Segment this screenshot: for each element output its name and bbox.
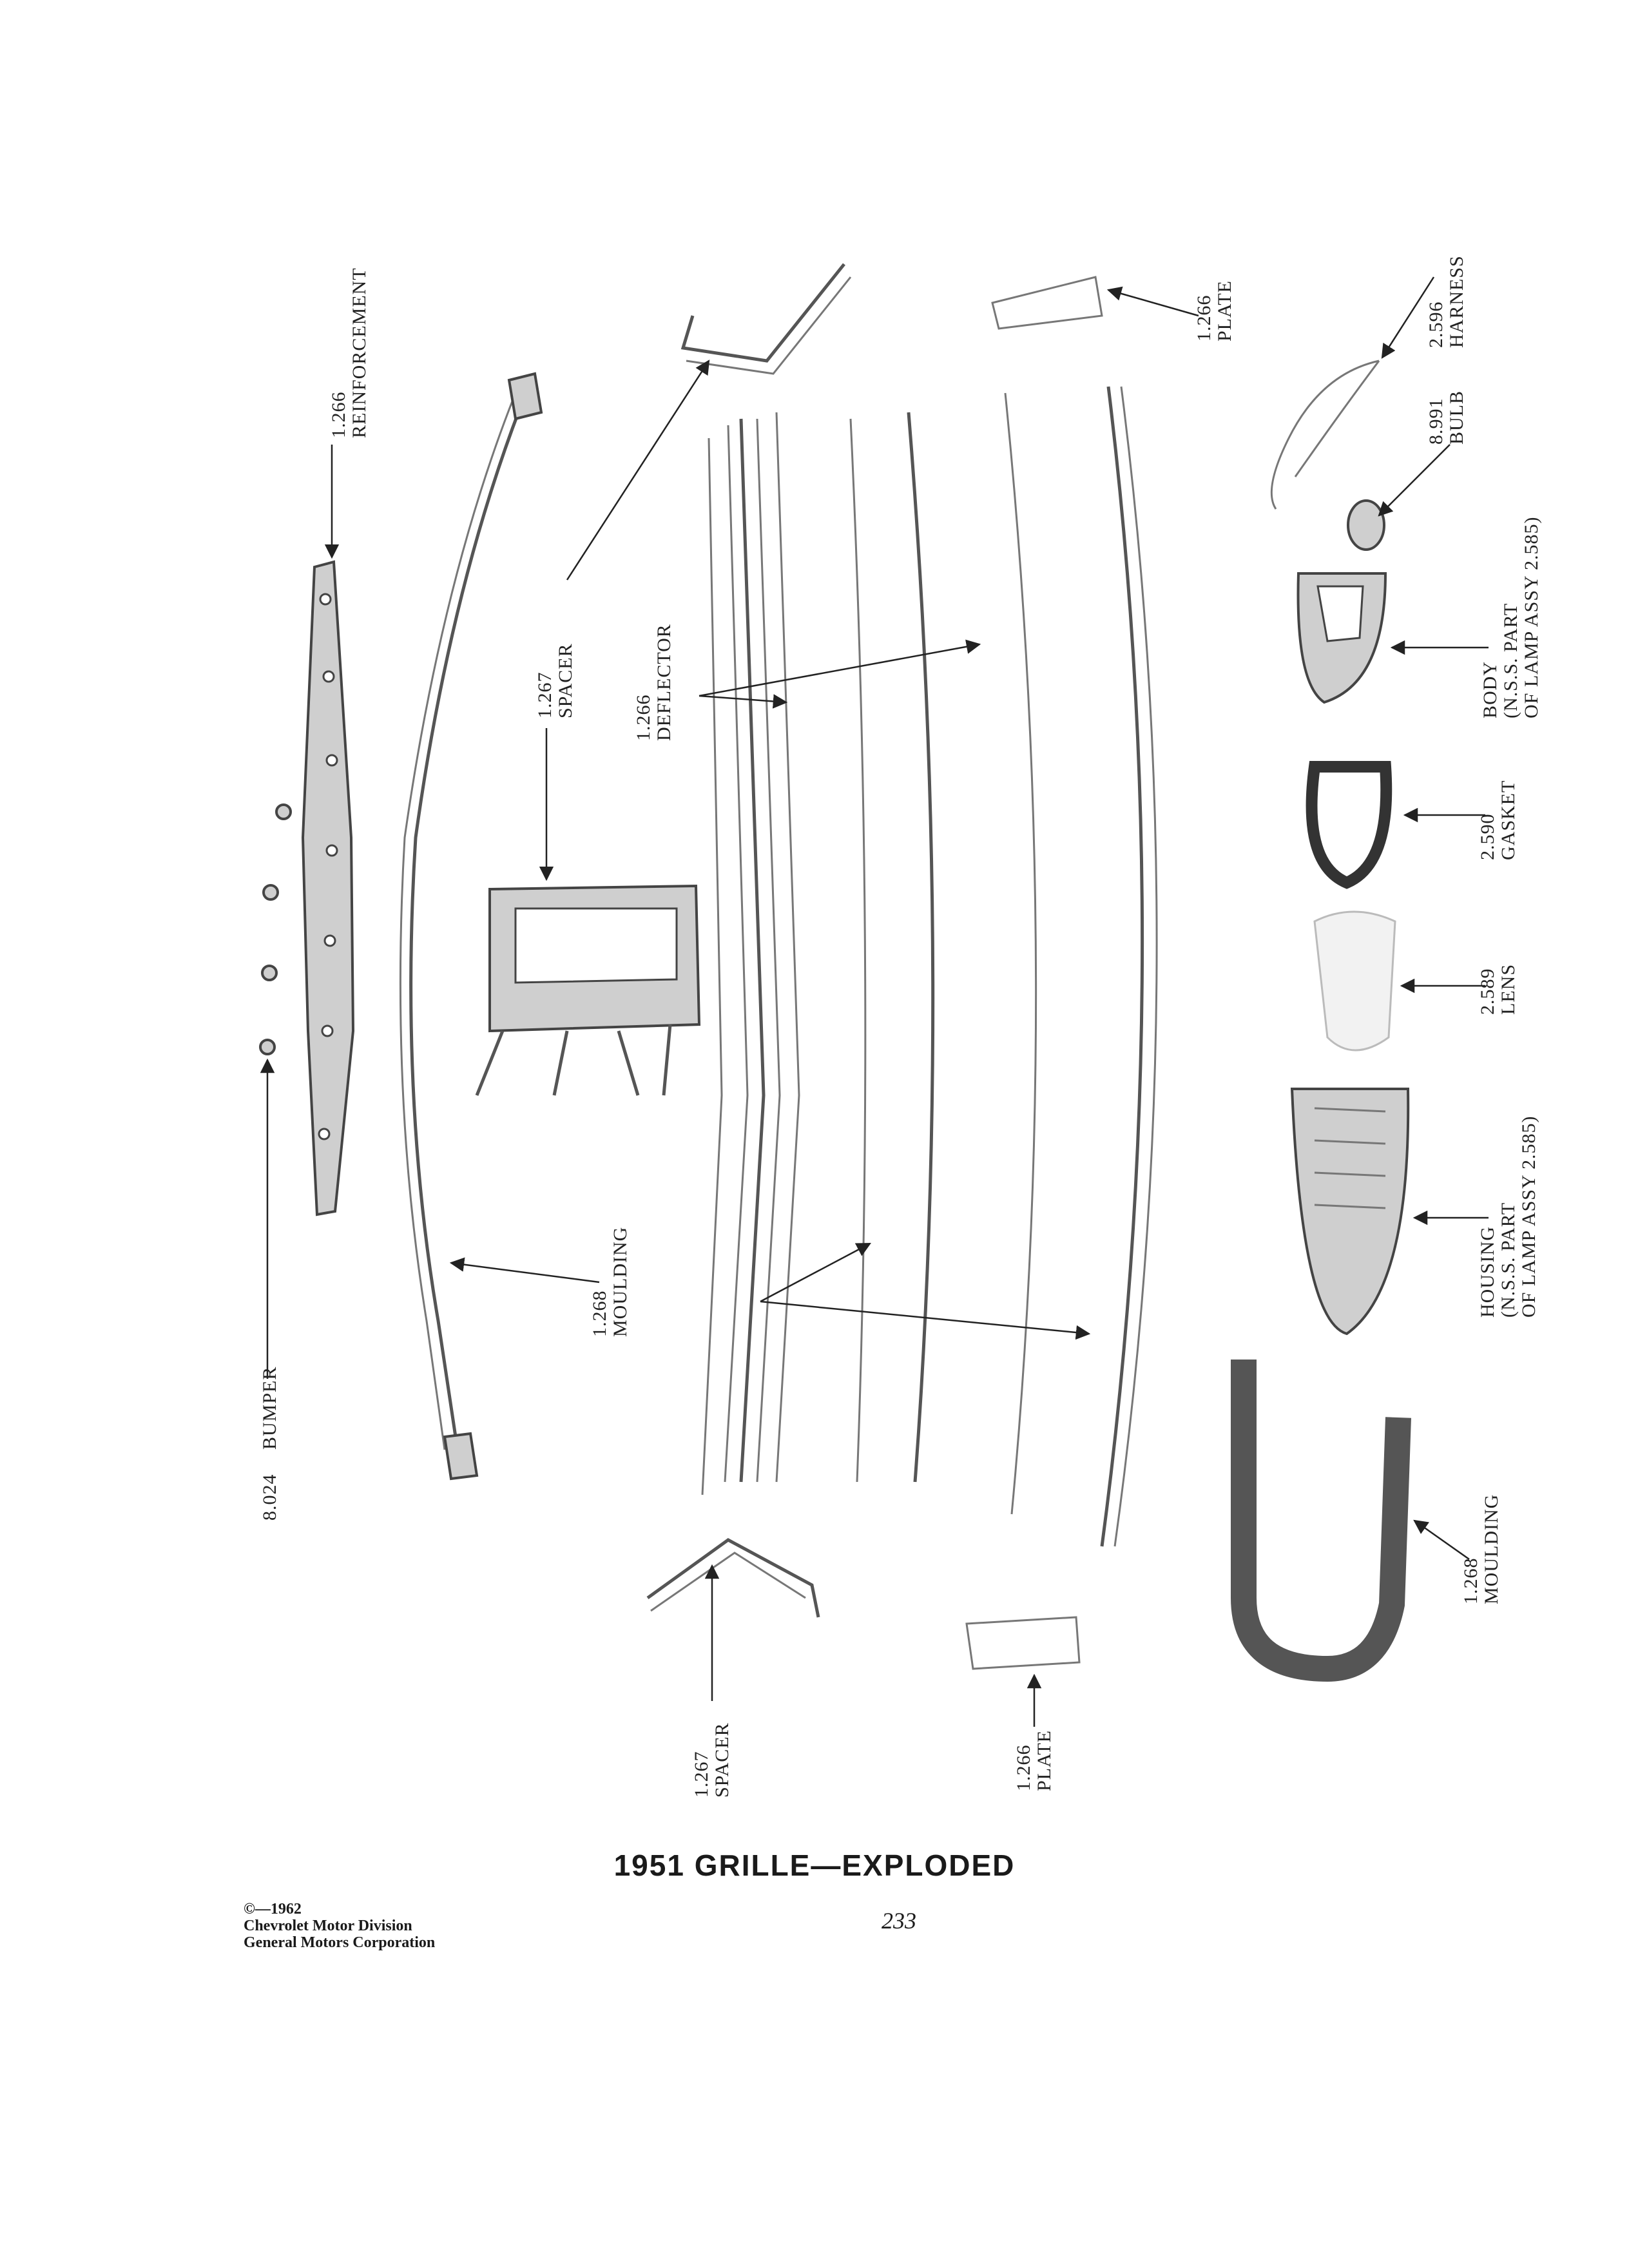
label-spacer-top-name: SPACER xyxy=(555,643,576,718)
label-reinforcement-number: 1.266 xyxy=(328,392,349,439)
lens-part xyxy=(1313,910,1396,1052)
label-harness-number: 2.596 xyxy=(1425,302,1447,349)
label-moulding-right-name: MOULDING xyxy=(1481,1494,1502,1604)
bumper-bolts xyxy=(259,803,292,1055)
leader-moulding-center-1 xyxy=(449,1257,600,1283)
lamp-body-part xyxy=(1296,572,1387,704)
label-harness-name: HARNESS xyxy=(1446,255,1467,348)
leader-moulding-right xyxy=(1413,1519,1470,1561)
copyright-division: Chevrolet Motor Division xyxy=(244,1917,412,1934)
bulb-part xyxy=(1347,499,1385,551)
label-plate-top-number: 1.266 xyxy=(1193,295,1215,342)
leader-deflector-2 xyxy=(699,639,981,697)
spacer-bottom-part xyxy=(646,1538,820,1618)
leader-plate-top xyxy=(1106,286,1199,317)
label-moulding-center-name: MOULDING xyxy=(610,1227,631,1337)
label-bulb-name: BULB xyxy=(1446,390,1467,445)
label-plate-bottom-number: 1.266 xyxy=(1013,1745,1034,1792)
page-number: 233 xyxy=(882,1908,916,1934)
moulding-right-part xyxy=(1231,1360,1411,1682)
label-housing-line3: OF LAMP ASSY 2.585) xyxy=(1518,1115,1539,1318)
figure-caption: 1951 GRILLE—EXPLODED xyxy=(613,1849,1016,1882)
gasket-part xyxy=(1306,761,1393,889)
label-body-line2: (N.S.S. PART xyxy=(1500,603,1521,718)
reinforcement-part xyxy=(301,560,355,1216)
label-plate-bottom-name: PLATE xyxy=(1034,1730,1055,1791)
moulding-left-part xyxy=(399,372,543,1481)
harness-part xyxy=(1270,360,1380,510)
label-moulding-center-number: 1.268 xyxy=(589,1291,610,1338)
plate-top-part xyxy=(991,276,1103,330)
label-deflector-number: 1.266 xyxy=(633,695,654,742)
spacer-top-part xyxy=(680,263,852,375)
label-gasket-name: GASKET xyxy=(1498,780,1519,860)
housing-part xyxy=(1290,1088,1410,1336)
label-moulding-right-number: 1.268 xyxy=(1460,1558,1481,1605)
label-body-line1: BODY xyxy=(1480,661,1501,718)
label-gasket-number: 2.590 xyxy=(1477,814,1498,861)
label-reinforcement-name: REINFORCEMENT xyxy=(349,267,370,438)
leader-deflector-1 xyxy=(699,694,788,709)
leader-spacer-top xyxy=(566,360,710,581)
label-bumper-name: BUMPER xyxy=(259,1367,280,1450)
copyright-line: ©—1962 xyxy=(244,1901,302,1917)
label-spacer-top-number: 1.267 xyxy=(534,672,555,719)
label-plate-top-name: PLATE xyxy=(1214,280,1235,341)
label-spacer-bottom-name: SPACER xyxy=(711,1722,733,1798)
copyright-corporation: General Motors Corporation xyxy=(244,1934,436,1951)
label-spacer-bottom-number: 1.267 xyxy=(691,1751,712,1798)
label-lens-number: 2.589 xyxy=(1477,968,1498,1015)
spacer-center-part xyxy=(475,884,701,1096)
label-deflector-name: DEFLECTOR xyxy=(653,624,675,741)
plate-bottom-part xyxy=(965,1616,1081,1670)
label-housing-line1: HOUSING xyxy=(1477,1226,1498,1318)
label-bumper-number: 8.024 xyxy=(259,1474,280,1521)
leader-moulding-center-3 xyxy=(760,1300,1091,1340)
label-lens-name: LENS xyxy=(1498,964,1519,1015)
deflector-part xyxy=(701,386,1158,1547)
leader-bulb xyxy=(1378,444,1451,517)
label-body-line3: OF LAMP ASSY 2.585) xyxy=(1521,516,1542,718)
label-bulb-number: 8.991 xyxy=(1425,398,1447,445)
copyright-block: ©—1962 Chevrolet Motor Division General … xyxy=(244,1901,435,1951)
leader-moulding-center-2 xyxy=(760,1242,871,1303)
leader-harness xyxy=(1381,276,1435,359)
label-housing-line2: (N.S.S. PART xyxy=(1498,1202,1519,1318)
